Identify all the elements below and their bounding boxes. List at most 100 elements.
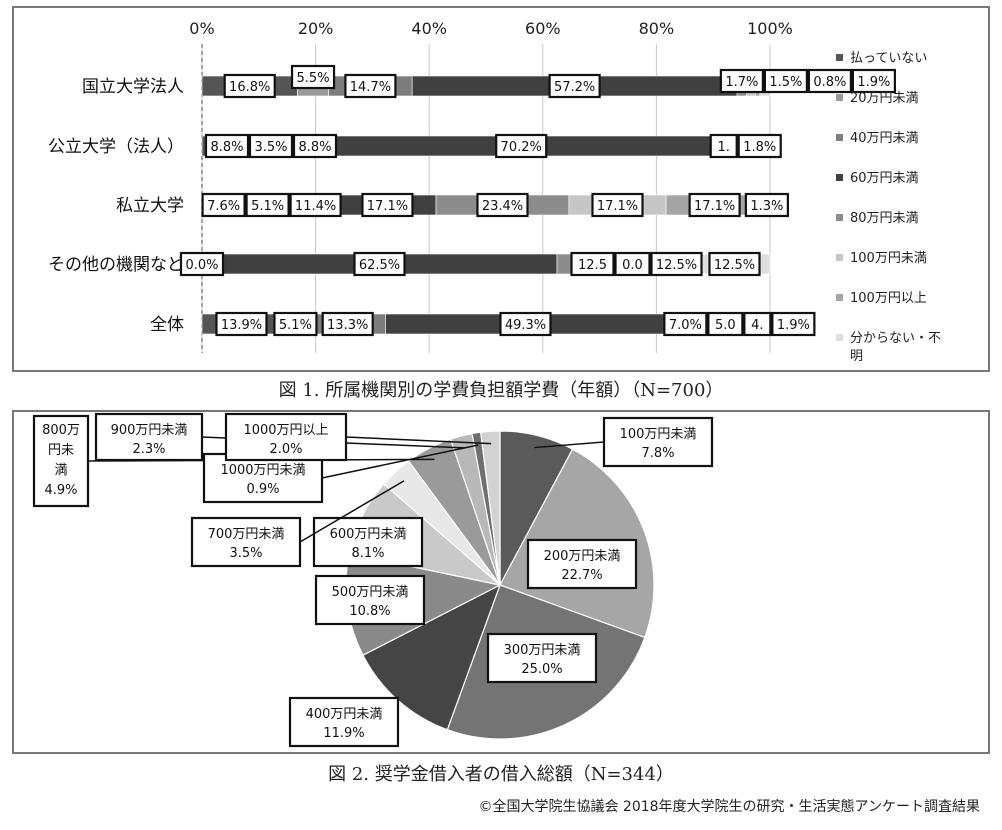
data-label: 1. bbox=[718, 140, 730, 155]
leader-line bbox=[299, 480, 405, 543]
category-label: 国立大学法人 bbox=[82, 77, 184, 97]
data-label: 12.5 bbox=[578, 258, 607, 273]
pie-label-line: 円未 bbox=[48, 443, 74, 458]
data-label-box bbox=[223, 73, 276, 99]
pie-label-box bbox=[94, 412, 204, 462]
data-label-box bbox=[495, 133, 548, 159]
legend-label: 20万円未満 bbox=[850, 91, 919, 106]
data-label: 5.0 bbox=[715, 318, 736, 333]
data-label: 1.9% bbox=[857, 75, 890, 90]
pie-label-value: 4.9% bbox=[44, 483, 77, 498]
x-tick-label: 100% bbox=[747, 19, 793, 38]
x-tick-label: 40% bbox=[411, 19, 447, 38]
data-label: 70.2% bbox=[501, 140, 542, 155]
data-label-box bbox=[248, 133, 294, 159]
legend-swatch bbox=[836, 334, 843, 341]
legend-swatch bbox=[836, 54, 843, 61]
data-label-box bbox=[744, 192, 789, 218]
x-tick-label: 0% bbox=[189, 19, 214, 38]
data-label: 1.3% bbox=[750, 199, 783, 214]
data-label-box bbox=[344, 73, 397, 99]
pie-label-name: 1000万円未満 bbox=[220, 463, 305, 478]
pie-label-name: 700万円未満 bbox=[208, 527, 285, 542]
legend-swatch bbox=[836, 254, 843, 261]
data-label: 5.1% bbox=[279, 318, 312, 333]
pie-label-box bbox=[314, 574, 426, 626]
pie-label-line: 800万 bbox=[42, 423, 80, 438]
data-label: 0.8% bbox=[813, 75, 846, 90]
pie-label-value: 8.1% bbox=[351, 546, 384, 561]
data-label-box bbox=[548, 73, 601, 99]
x-tick-label: 80% bbox=[639, 19, 675, 38]
pie-label-name: 500万円未満 bbox=[332, 585, 409, 600]
data-label-box bbox=[353, 251, 406, 277]
data-label-box bbox=[807, 68, 852, 94]
data-label: 7.0% bbox=[669, 318, 702, 333]
data-label: 57.2% bbox=[554, 80, 595, 95]
pie-label-box bbox=[486, 632, 598, 684]
data-label: 0.0 bbox=[622, 258, 643, 273]
pie-label-box bbox=[288, 696, 400, 748]
data-label-box bbox=[763, 68, 808, 94]
data-label: 8.8% bbox=[298, 140, 331, 155]
data-label: 7.6% bbox=[207, 199, 240, 214]
data-label: 1.7% bbox=[725, 75, 758, 90]
legend-label: 60万円未満 bbox=[850, 171, 919, 186]
data-label: 1.5% bbox=[769, 75, 802, 90]
category-label: 公立大学（法人） bbox=[48, 137, 184, 157]
pie-label-name: 300万円未満 bbox=[504, 643, 581, 658]
pie-label-box bbox=[190, 516, 302, 568]
data-label: 17.1% bbox=[597, 199, 638, 214]
data-label-box bbox=[663, 311, 708, 337]
data-label-box bbox=[290, 64, 336, 90]
pie-label-value: 25.0% bbox=[521, 662, 562, 677]
pie-label-value: 2.0% bbox=[269, 442, 302, 457]
data-label: 13.3% bbox=[327, 318, 368, 333]
pie-label-box bbox=[224, 412, 348, 462]
pie-label-value: 11.9% bbox=[323, 726, 364, 741]
data-label-box bbox=[361, 192, 414, 218]
legend-label-line: 分からない・不 bbox=[850, 331, 941, 346]
pie-label-value: 3.5% bbox=[229, 546, 262, 561]
legend-label: 80万円未満 bbox=[850, 211, 919, 226]
data-label: 16.8% bbox=[229, 80, 270, 95]
data-label: 5.5% bbox=[297, 71, 330, 86]
pie-label-name: 400万円未満 bbox=[306, 707, 383, 722]
pie-label-value: 7.8% bbox=[641, 446, 674, 461]
leader-line bbox=[321, 444, 479, 479]
data-label-box bbox=[707, 311, 744, 337]
data-label: 8.8% bbox=[210, 140, 243, 155]
pie-label-box bbox=[602, 416, 714, 468]
data-label: 4. bbox=[751, 318, 763, 333]
data-label-box bbox=[737, 133, 782, 159]
data-label-box bbox=[201, 192, 246, 218]
pie-label-name: 900万円未満 bbox=[111, 423, 188, 438]
data-label-box bbox=[215, 311, 268, 337]
x-tick-label: 60% bbox=[525, 19, 561, 38]
pie-label-box bbox=[526, 538, 638, 590]
legend-label: 100万円未満 bbox=[850, 251, 927, 266]
data-label: 17.1% bbox=[367, 199, 408, 214]
pie-label-name: 600万円未満 bbox=[330, 527, 407, 542]
data-label-box bbox=[204, 133, 250, 159]
source-credit: ©全国大学院生協議会 2018年度大学院生の研究・生活実態アンケート調査結果 bbox=[478, 799, 980, 815]
pie-label-value: 0.9% bbox=[246, 482, 279, 497]
legend-label: 100万円以上 bbox=[850, 291, 927, 306]
data-label-box bbox=[771, 311, 816, 337]
data-label-box bbox=[591, 192, 644, 218]
pie-label-name: 1000万円以上 bbox=[243, 423, 328, 438]
data-label-box bbox=[708, 251, 761, 277]
pie-label-name: 800万円未満 bbox=[42, 423, 80, 478]
data-label-box bbox=[688, 192, 741, 218]
data-label-box bbox=[614, 251, 651, 277]
legend-label: 分からない・不明 bbox=[850, 331, 941, 364]
data-label: 1.8% bbox=[743, 140, 776, 155]
data-label-box bbox=[650, 251, 703, 277]
pie-label-box bbox=[312, 516, 424, 568]
data-label-box bbox=[743, 311, 772, 337]
legend-label-line: 明 bbox=[850, 349, 863, 364]
data-label-box bbox=[321, 311, 374, 337]
data-label: 13.9% bbox=[221, 318, 262, 333]
